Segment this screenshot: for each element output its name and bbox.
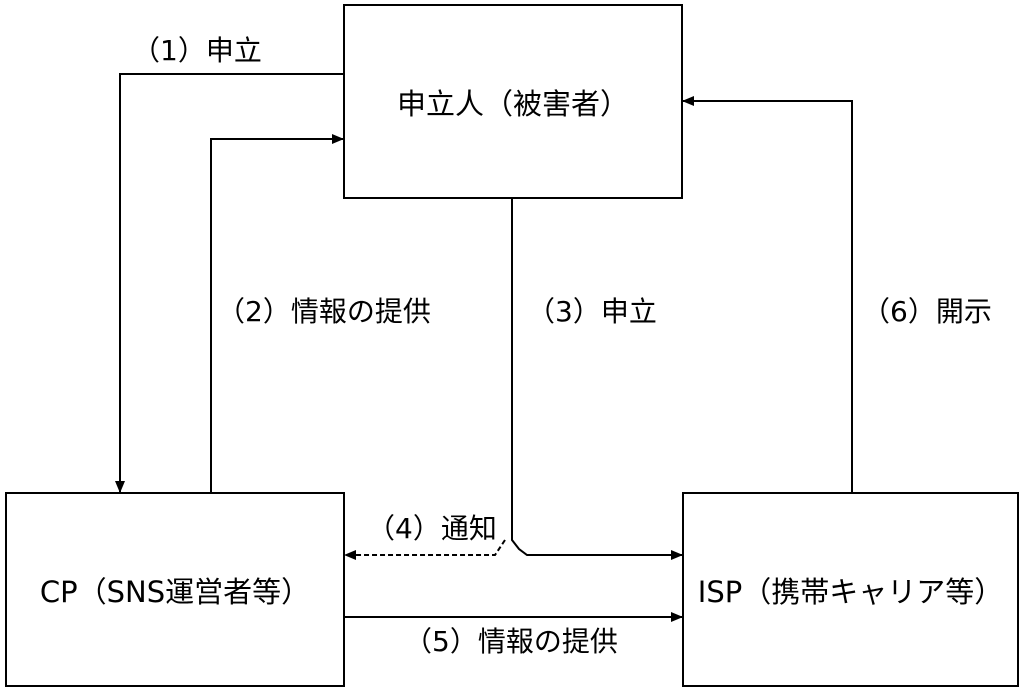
edge-4-line	[344, 539, 506, 560]
edge-5-label: （5）情報の提供	[404, 625, 618, 658]
edge-6-label: （6）開示	[862, 295, 992, 328]
node-cp: CP（SNS運営者等）	[5, 492, 345, 687]
edge-4-label: （4）通知	[367, 512, 497, 545]
node-cp-label: CP（SNS運営者等）	[39, 574, 311, 609]
edge-2-line	[210, 134, 344, 492]
node-isp-label: ISP（携帯キャリア等）	[697, 574, 1004, 609]
edge-2-label: （2）情報の提供	[217, 295, 431, 328]
node-applicant: 申立人（被害者）	[343, 4, 683, 199]
edge-3-label: （3）申立	[527, 295, 657, 328]
edge-6-line	[682, 96, 853, 492]
edge-1-label: （1）申立	[132, 34, 262, 67]
node-applicant-label: 申立人（被害者）	[396, 86, 629, 121]
edge-1-line	[115, 73, 343, 493]
node-isp: ISP（携帯キャリア等）	[682, 492, 1019, 687]
edge-3-line	[511, 199, 683, 560]
